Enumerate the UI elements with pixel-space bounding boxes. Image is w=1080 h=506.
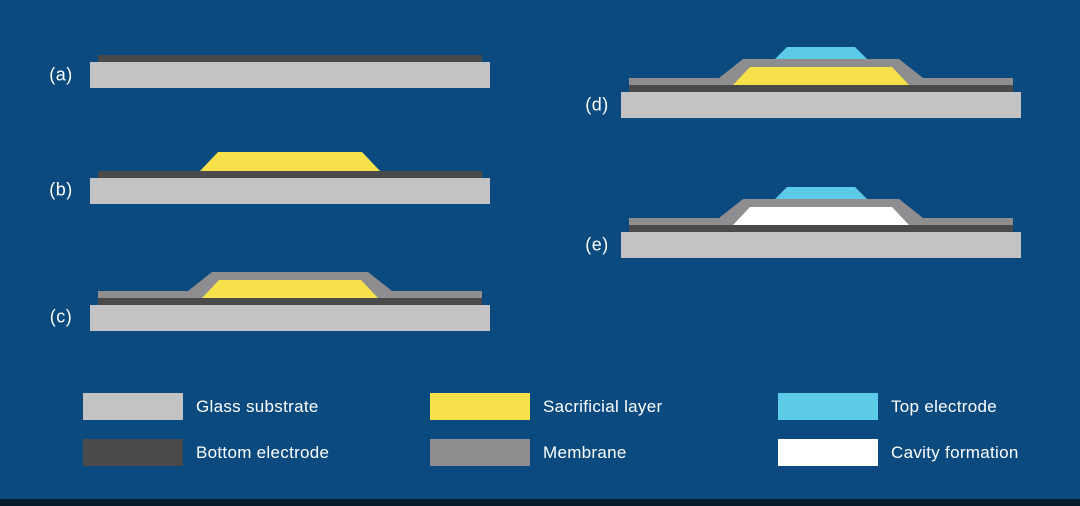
glass-substrate-layer: [90, 178, 490, 204]
legend-label: Bottom electrode: [196, 442, 330, 462]
bottom-electrode-swatch: [83, 439, 183, 466]
glass-substrate-layer: [621, 232, 1021, 258]
step-c-label: (c): [49, 306, 73, 327]
cavity-layer: [733, 207, 909, 225]
legend-label: Sacrificial layer: [543, 396, 663, 416]
bottom-electrode-layer: [98, 298, 482, 305]
glass-substrate-layer: [90, 305, 490, 331]
glass-substrate-layer: [621, 92, 1021, 118]
top-electrode-layer: [775, 47, 867, 59]
legend-label: Glass substrate: [196, 396, 319, 416]
step-a-diagram: [90, 55, 490, 88]
step-c-diagram: [90, 272, 490, 331]
sacrificial-layer: [202, 280, 378, 298]
legend-item-sacrificial-layer: Sacrificial layer: [430, 393, 662, 420]
legend-item-bottom-electrode: Bottom electrode: [83, 439, 329, 466]
sacrificial-layer-swatch: [430, 393, 530, 420]
step-e-label: (e): [585, 234, 609, 255]
footer-bar: [0, 499, 1080, 506]
legend-item-membrane: Membrane: [430, 439, 627, 466]
legend-item-cavity-formation: Cavity formation: [778, 439, 1019, 466]
step-d-label: (d): [585, 94, 609, 115]
bottom-electrode-layer: [98, 171, 482, 178]
cavity-formation-swatch: [778, 439, 878, 466]
top-electrode-layer: [775, 187, 867, 199]
legend-label: Top electrode: [891, 396, 997, 416]
legend-item-glass-substrate: Glass substrate: [83, 393, 319, 420]
legend-label: Membrane: [543, 442, 627, 462]
legend-item-top-electrode: Top electrode: [778, 393, 997, 420]
step-a-label: (a): [49, 64, 73, 85]
step-e-diagram: [621, 187, 1021, 258]
top-electrode-swatch: [778, 393, 878, 420]
bottom-electrode-layer: [629, 225, 1013, 232]
step-d-diagram: [621, 47, 1021, 118]
step-b-label: (b): [49, 179, 73, 200]
bottom-electrode-layer: [98, 55, 482, 62]
sacrificial-layer: [200, 152, 380, 171]
legend-label: Cavity formation: [891, 442, 1019, 462]
bottom-electrode-layer: [629, 85, 1013, 92]
sacrificial-layer: [733, 67, 909, 85]
glass-substrate-swatch: [83, 393, 183, 420]
step-b-diagram: [90, 152, 490, 204]
membrane-swatch: [430, 439, 530, 466]
glass-substrate-layer: [90, 62, 490, 88]
